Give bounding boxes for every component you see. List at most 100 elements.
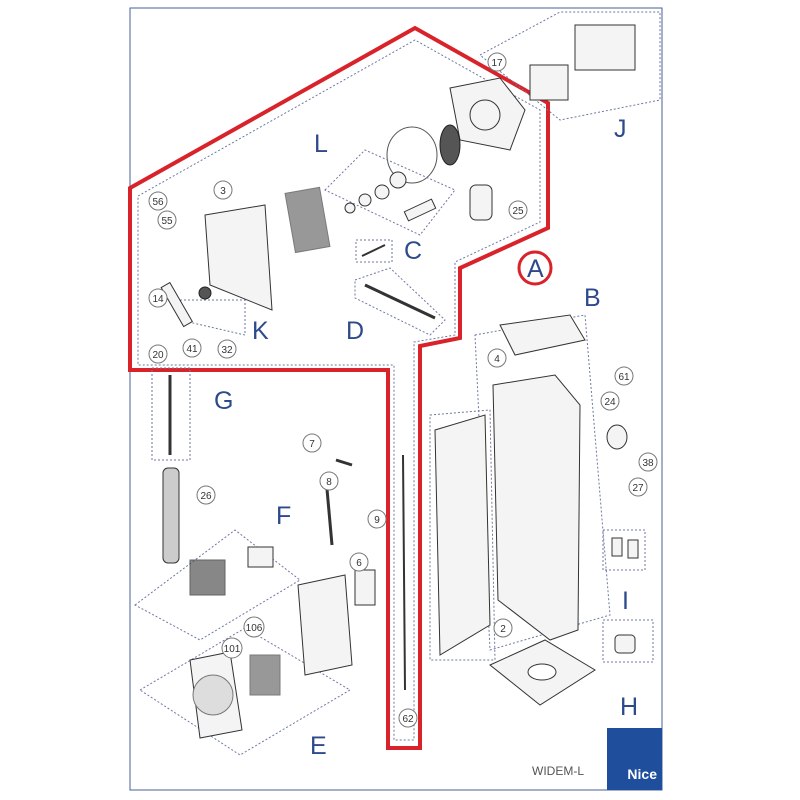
- callout-27: 27: [628, 477, 648, 497]
- label-h: H: [620, 693, 638, 721]
- svg-text:106: 106: [246, 623, 263, 634]
- callout-41: 41: [182, 338, 202, 358]
- svg-text:20: 20: [152, 350, 164, 361]
- callout-55: 55: [157, 210, 177, 230]
- cap-24: [606, 424, 628, 450]
- svg-text:14: 14: [152, 294, 164, 305]
- callout-106: 106: [243, 616, 265, 638]
- group-b-box: [474, 314, 611, 651]
- callout-4: 4: [487, 348, 507, 368]
- label-a: A: [527, 255, 544, 283]
- pin-7: [335, 458, 353, 467]
- svg-text:32: 32: [221, 345, 233, 356]
- shaft-d: [364, 283, 436, 320]
- svg-text:9: 9: [374, 515, 380, 526]
- rod-62: [402, 454, 406, 691]
- bracket-i1: [611, 537, 623, 557]
- callout-24: 24: [600, 391, 620, 411]
- group-a-highlight: [128, 25, 550, 750]
- svg-text:2: 2: [500, 624, 506, 635]
- svg-text:4: 4: [494, 354, 500, 365]
- gearbox-cover: [574, 24, 636, 71]
- label-g: G: [214, 387, 233, 415]
- pin-c: [361, 244, 386, 257]
- svg-text:101: 101: [224, 644, 241, 655]
- group-g-box: [151, 367, 191, 461]
- group-i-box: [602, 529, 646, 571]
- cover-logo: [192, 674, 234, 716]
- spring-26: [162, 467, 180, 564]
- brand-logo: Nice: [607, 728, 662, 790]
- group-j-box: [479, 11, 661, 121]
- grid-plate: [284, 186, 331, 254]
- svg-text:27: 27: [632, 483, 644, 494]
- label-a-ring: [517, 250, 553, 286]
- label-c: C: [404, 237, 422, 265]
- brand-name: Nice: [627, 766, 657, 782]
- svg-text:62: 62: [402, 714, 414, 725]
- label-d: D: [346, 317, 364, 345]
- capacitor: [469, 184, 493, 221]
- group-a-dashed-outline: [137, 39, 541, 741]
- label-f: F: [276, 502, 291, 530]
- callout-101: 101: [221, 637, 243, 659]
- lever: [160, 281, 194, 328]
- group-d-box: [354, 267, 446, 336]
- svg-text:56: 56: [152, 197, 164, 208]
- transformer: [189, 559, 226, 596]
- svg-text:55: 55: [161, 216, 173, 227]
- part-h: [614, 634, 636, 654]
- bearing-k: [198, 286, 212, 300]
- bearing: [469, 99, 501, 131]
- group-c-box: [355, 239, 393, 263]
- callout-2: 2: [493, 618, 513, 638]
- callout-25: 25: [508, 200, 528, 220]
- callout-38: 38: [638, 452, 658, 472]
- callout-26: 26: [196, 485, 216, 505]
- gearbox-part: [529, 64, 569, 101]
- disc: [439, 124, 461, 166]
- svg-text:26: 26: [200, 491, 212, 502]
- svg-text:24: 24: [604, 397, 616, 408]
- control-board: [249, 654, 281, 696]
- callout-56: 56: [148, 191, 168, 211]
- group-f-box: [134, 529, 301, 641]
- svg-text:8: 8: [326, 477, 332, 488]
- callout-8: 8: [319, 471, 339, 491]
- bracket-f: [247, 546, 274, 568]
- group-e-box: [139, 627, 351, 756]
- callout-32: 32: [217, 339, 237, 359]
- callout-6: 6: [349, 552, 369, 572]
- svg-text:17: 17: [491, 58, 503, 69]
- label-e: E: [310, 732, 327, 760]
- gasket: [386, 126, 438, 184]
- bracket-i2: [627, 539, 639, 559]
- svg-text:41: 41: [186, 344, 198, 355]
- svg-text:6: 6: [356, 558, 362, 569]
- cabinet-door: [434, 414, 491, 656]
- main-body-plate: [204, 204, 273, 311]
- base-hole: [527, 663, 557, 681]
- cabinet-top-4: [499, 314, 586, 356]
- label-j: J: [614, 115, 627, 143]
- model-name: WIDEM-L: [532, 764, 584, 778]
- svg-text:3: 3: [220, 186, 226, 197]
- group-h-box: [602, 619, 654, 663]
- door-box: [429, 409, 496, 661]
- label-k: K: [252, 317, 269, 345]
- diagram-frame: [129, 7, 663, 791]
- group-l-box: [324, 149, 456, 236]
- svg-text:38: 38: [642, 458, 654, 469]
- shaft-washers: [344, 171, 437, 222]
- callout-20: 20: [148, 344, 168, 364]
- callout-7: 7: [302, 433, 322, 453]
- label-b: B: [584, 284, 601, 312]
- callout-17: 17: [487, 52, 507, 72]
- svg-text:25: 25: [512, 206, 524, 217]
- svg-text:7: 7: [309, 439, 315, 450]
- part-6: [354, 569, 376, 606]
- label-l: L: [314, 130, 328, 158]
- callout-61: 61: [614, 366, 634, 386]
- callout-14: 14: [148, 288, 168, 308]
